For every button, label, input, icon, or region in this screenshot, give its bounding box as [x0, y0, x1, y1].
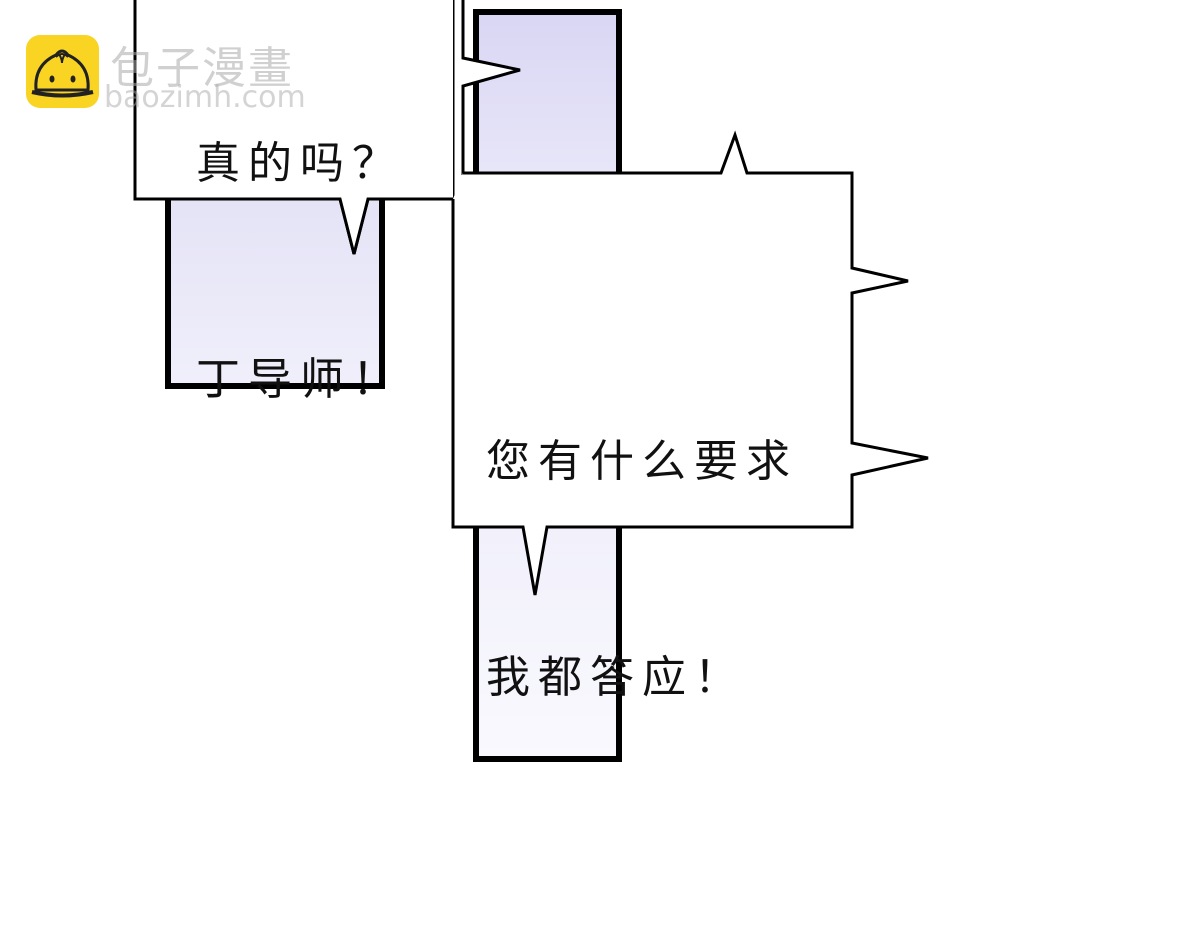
- bubble-line: 您有什么要求: [486, 436, 798, 487]
- watermark-url: baozimh.com: [104, 80, 306, 115]
- bubble-text-top-left: 真的吗？ 丁导师！: [196, 0, 404, 488]
- panel-top-right: [473, 9, 622, 180]
- bubble-line: 真的吗？: [196, 138, 404, 189]
- speech-bubble-center: [451, 130, 929, 596]
- bubble-line: 我都答应！: [486, 652, 746, 703]
- steamed-bun-icon: [26, 35, 99, 108]
- watermark-site-name: 包子漫畫: [110, 43, 294, 94]
- bubble-text-center: 您有什么要求 我都答应！: [486, 282, 798, 786]
- bubble-line: 丁导师！: [196, 354, 404, 405]
